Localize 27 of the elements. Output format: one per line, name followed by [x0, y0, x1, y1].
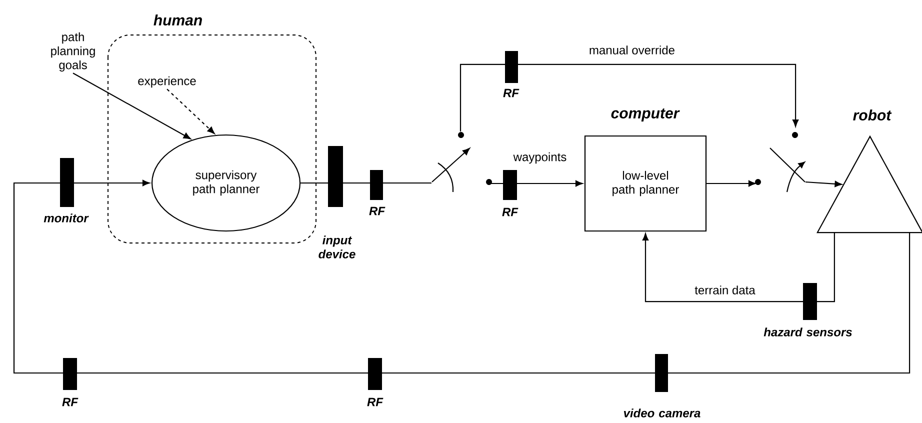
channel-label: RF — [62, 398, 78, 406]
channel-label: input device — [318, 236, 356, 258]
arrow — [13, 180, 910, 374]
robot-heading: robot — [853, 110, 892, 120]
block-heading: computer — [611, 108, 680, 122]
switch-symbol — [432, 132, 492, 192]
channel-label: monitor — [44, 214, 89, 222]
planner-box: low-level path planner — [584, 135, 707, 232]
arrow — [166, 88, 215, 134]
input-text: experience — [138, 76, 196, 88]
group-heading: human — [154, 14, 202, 26]
edge-label: terrain data — [694, 284, 756, 296]
channel-label: RF — [369, 206, 386, 216]
edge-label: manual override — [588, 44, 676, 56]
channel-label: video camera — [624, 408, 700, 418]
arrow — [642, 232, 835, 302]
arrow — [706, 180, 756, 187]
arrow — [806, 180, 842, 188]
channel-label: hazard sensors — [764, 328, 852, 336]
channel-label: RF — [503, 88, 520, 98]
input-text: path planning goals — [51, 32, 95, 72]
arrow — [72, 72, 191, 140]
edge-label: waypoints — [512, 151, 568, 165]
channel-label: RF — [502, 208, 518, 216]
channel-label: RF — [367, 398, 384, 406]
arrow — [460, 64, 799, 132]
switch-symbol — [755, 132, 806, 192]
